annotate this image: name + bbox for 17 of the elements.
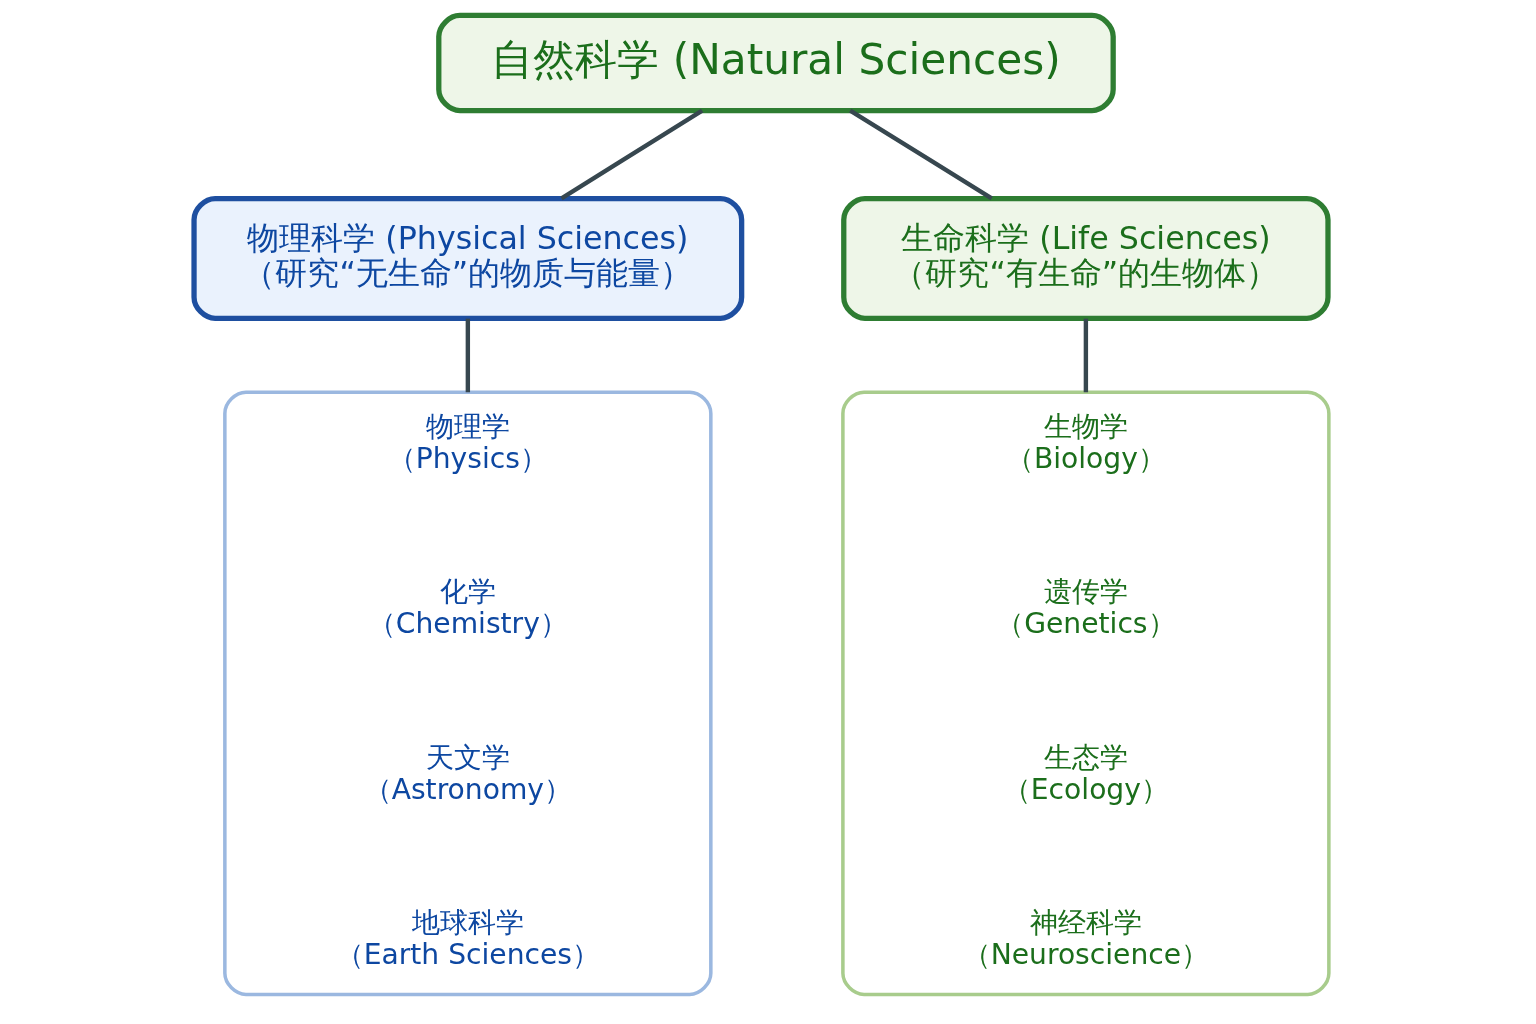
node-box: 物理科学 (Physical Sciences) （研究“无生命”的物质与能量） xyxy=(190,195,744,321)
node-text: 生态学 （Ecology） xyxy=(1002,740,1169,806)
node-text: 天文学 （Astronomy） xyxy=(363,740,572,806)
node-text: 生物学 （Biology） xyxy=(1005,409,1166,475)
cluster xyxy=(222,390,713,997)
connector xyxy=(465,318,470,393)
connector xyxy=(1083,318,1088,393)
node-text: 物理学 （Physics） xyxy=(387,409,548,475)
connector xyxy=(848,108,993,201)
cluster xyxy=(840,390,1331,997)
connector xyxy=(559,108,703,201)
node-box: 自然科学 (Natural Sciences) xyxy=(435,12,1116,114)
node-box: 生命科学 (Life Sciences) （研究“有生命”的生物体） xyxy=(840,195,1331,321)
node-text: 地球科学 （Earth Sciences） xyxy=(335,906,600,972)
node-text: 化学 （Chemistry） xyxy=(367,575,568,641)
node-text: 遗传学 （Genetics） xyxy=(995,575,1176,641)
node-text: 神经科学 （Neuroscience） xyxy=(962,906,1209,972)
